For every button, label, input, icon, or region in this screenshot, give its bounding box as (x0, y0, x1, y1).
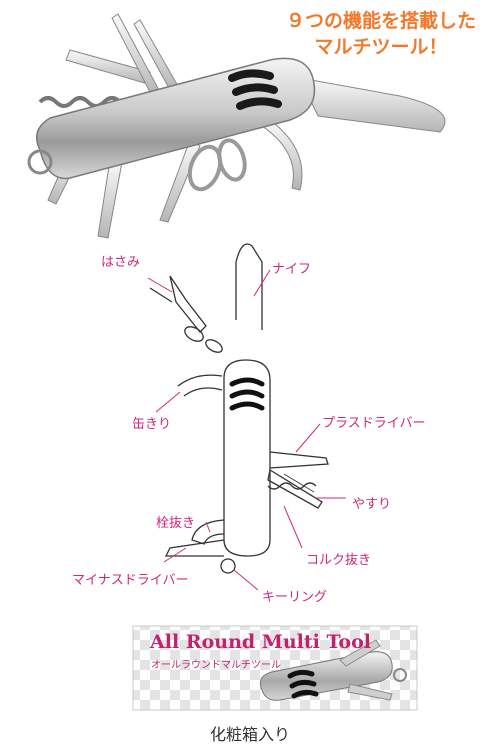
callout-bottle-opener: 栓抜き (156, 516, 196, 531)
headline-line-1: ９つの機能を搭載した (285, 10, 476, 32)
callout-key-ring: キーリング (262, 590, 328, 605)
callout-can-opener: 缶きり (132, 417, 172, 432)
package-subtitle: オールラウンドマルチツール (151, 660, 281, 671)
callout-corkscrew: コルク抜き (306, 553, 372, 568)
multitool-photo (27, 13, 446, 239)
caption: 化粧箱入り (209, 725, 290, 744)
tool-diagram (147, 243, 346, 591)
package-title: All Round Multi Tool (150, 631, 371, 653)
callout-scissors: はさみ (101, 255, 141, 270)
callout-knife: ナイフ (272, 262, 312, 277)
callout-flathead-screwdriver: マイナスドライバー (72, 573, 189, 588)
callout-file: やすり (352, 497, 392, 512)
headline-line-2: マルチツール！ (314, 36, 448, 58)
headline: ９つの機能を搭載した マルチツール！ (286, 8, 476, 60)
callout-phillips-screwdriver: プラスドライバー (322, 416, 426, 431)
